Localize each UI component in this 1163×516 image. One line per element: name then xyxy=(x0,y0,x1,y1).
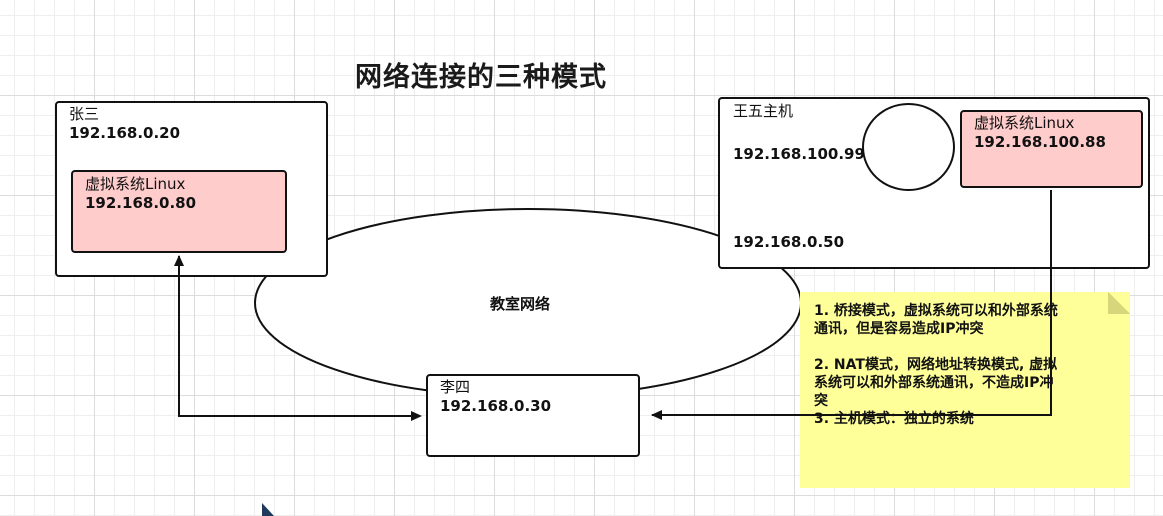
wangwu-vm-name: 虚拟系统Linux xyxy=(974,114,1075,132)
lisi-host-box[interactable]: 李四 192.168.0.30 xyxy=(426,374,640,457)
note-bridge-line2: 通讯，但是容易造成IP冲突 xyxy=(814,321,984,337)
zhangsan-name: 张三 xyxy=(69,105,100,123)
lisi-ip: 192.168.0.30 xyxy=(440,397,552,415)
zhangsan-vm-ip: 192.168.0.80 xyxy=(85,194,197,212)
cursor-mark xyxy=(262,503,274,516)
note-nat-line2: 系统可以和外部系统通讯，不造成IP冲 xyxy=(814,375,1054,391)
wangwu-name: 王五主机 xyxy=(733,102,794,120)
note-host-line1: 3. 主机模式：独立的系统 xyxy=(814,411,974,427)
modes-note: 1. 桥接模式，虚拟系统可以和外部系统 通讯，但是容易造成IP冲突 2. NAT… xyxy=(800,292,1130,488)
zhangsan-vm-name: 虚拟系统Linux xyxy=(85,175,186,193)
wangwu-ip-virtual: 192.168.100.99 xyxy=(733,145,865,163)
note-bridge-line1: 1. 桥接模式，虚拟系统可以和外部系统 xyxy=(814,303,1058,319)
virtual-adapter-circle xyxy=(862,103,955,191)
zhangsan-ip: 192.168.0.20 xyxy=(69,124,181,142)
wangwu-ip-host: 192.168.0.50 xyxy=(733,233,845,251)
page-title: 网络连接的三种模式 xyxy=(355,62,607,93)
classroom-network-label: 教室网络 xyxy=(490,295,551,313)
note-fold xyxy=(1108,292,1130,314)
note-nat-line3: 突 xyxy=(814,393,828,409)
zhangsan-vm-box[interactable]: 虚拟系统Linux 192.168.0.80 xyxy=(71,170,287,253)
wangwu-vm-box[interactable]: 虚拟系统Linux 192.168.100.88 xyxy=(960,110,1143,188)
lisi-name: 李四 xyxy=(440,378,471,396)
note-nat-line1: 2. NAT模式，网络地址转换模式, 虚拟 xyxy=(814,357,1058,373)
wangwu-vm-ip: 192.168.100.88 xyxy=(974,133,1106,151)
